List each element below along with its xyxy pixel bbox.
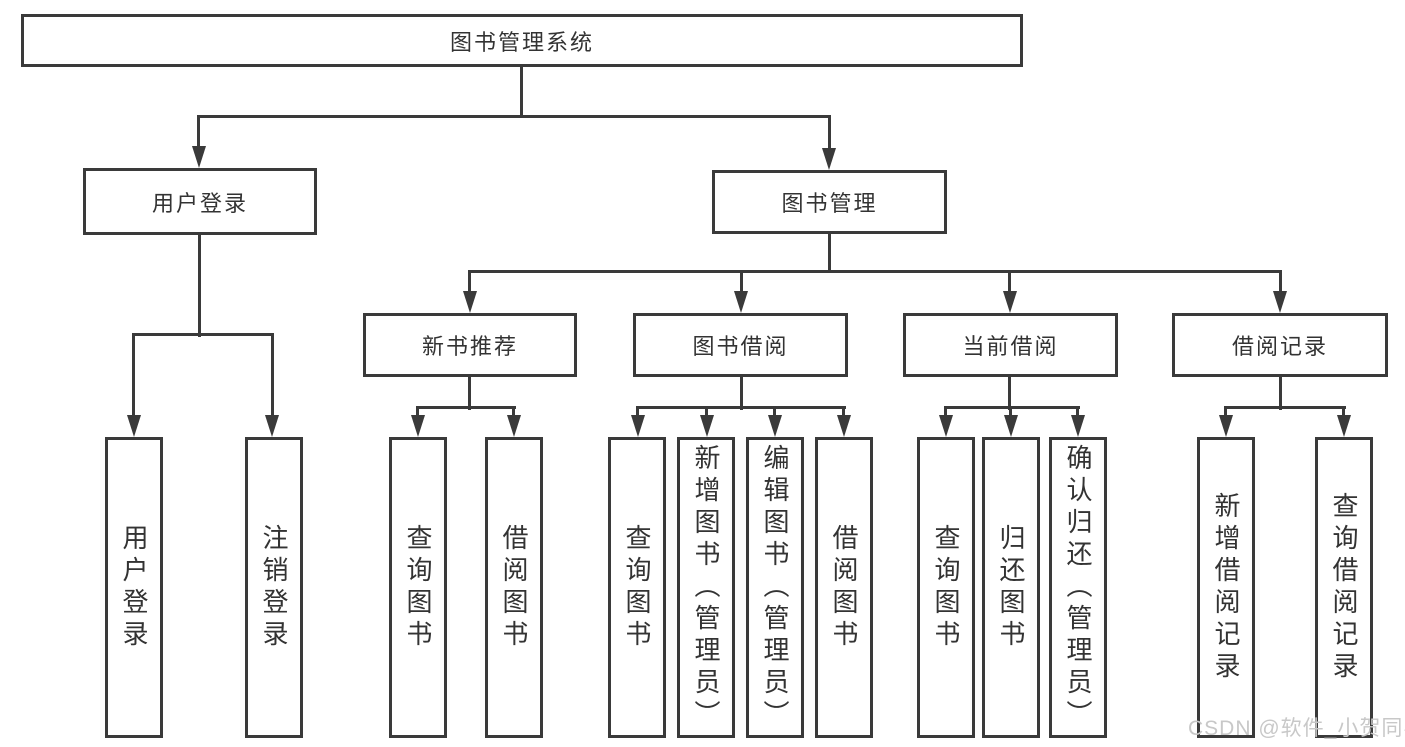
- connector-line: [1076, 406, 1079, 420]
- connector-line: [1279, 377, 1282, 410]
- arrowhead-down-icon: [1337, 415, 1351, 437]
- connector-line: [468, 270, 1282, 273]
- leaf-edit-book-admin: 编辑图书（管理员）: [746, 437, 804, 738]
- node-current-borrow: 当前借阅: [903, 313, 1118, 377]
- node-label: 新书推荐: [421, 334, 518, 359]
- arrowhead-down-icon: [463, 291, 477, 313]
- leaf-logout: 注销登录: [245, 437, 303, 738]
- leaf-query-book-borrow: 查询图书: [608, 437, 666, 738]
- connector-line: [416, 406, 516, 409]
- connector-line: [520, 67, 523, 117]
- node-book-borrow: 图书借阅: [633, 313, 848, 377]
- connector-line: [740, 377, 743, 410]
- connector-line: [132, 333, 274, 336]
- leaf-confirm-return-admin: 确认归还（管理员）: [1049, 437, 1107, 738]
- arrowhead-down-icon: [1071, 415, 1085, 437]
- arrowhead-down-icon: [1004, 415, 1018, 437]
- arrowhead-down-icon: [768, 415, 782, 437]
- arrowhead-down-icon: [837, 415, 851, 437]
- connector-line: [1279, 270, 1282, 295]
- arrowhead-down-icon: [939, 415, 953, 437]
- node-label: 图书管理系统: [449, 29, 594, 55]
- arrowhead-down-icon: [700, 415, 714, 437]
- connector-line: [1008, 270, 1011, 295]
- connector-line: [705, 406, 708, 420]
- arrowhead-down-icon: [265, 415, 279, 437]
- connector-line: [198, 235, 201, 337]
- node-borrow-records: 借阅记录: [1172, 313, 1388, 377]
- leaf-add-book-admin: 新增图书（管理员）: [677, 437, 735, 738]
- arrowhead-down-icon: [734, 291, 748, 313]
- connector-line: [1224, 406, 1227, 420]
- arrowhead-down-icon: [127, 415, 141, 437]
- leaf-borrow-book: 借阅图书: [815, 437, 873, 738]
- connector-line: [944, 406, 1080, 409]
- connector-line: [512, 406, 515, 420]
- node-label: 当前借阅: [962, 334, 1059, 359]
- leaf-query-book-recommend: 查询图书: [389, 437, 447, 738]
- leaf-borrow-book-recommend: 借阅图书: [485, 437, 543, 738]
- connector-line: [197, 115, 831, 118]
- connector-line: [636, 406, 846, 409]
- connector-line: [271, 333, 274, 417]
- leaf-query-book-current: 查询图书: [917, 437, 975, 738]
- leaf-return-book: 归还图书: [982, 437, 1040, 738]
- arrowhead-down-icon: [631, 415, 645, 437]
- connector-line: [636, 406, 639, 420]
- connector-line: [842, 406, 845, 420]
- node-book-management: 图书管理: [712, 170, 947, 234]
- arrowhead-down-icon: [1003, 291, 1017, 313]
- node-new-book-recommend: 新书推荐: [363, 313, 577, 377]
- arrowhead-down-icon: [192, 146, 206, 168]
- connector-line: [1008, 377, 1011, 410]
- leaf-user-login: 用户登录: [105, 437, 163, 738]
- connector-line: [828, 234, 831, 273]
- arrowhead-down-icon: [1273, 291, 1287, 313]
- csdn-watermark: CSDN @软件_小贺同学: [1188, 717, 1405, 740]
- connector-line: [1224, 406, 1346, 409]
- connector-line: [828, 115, 831, 148]
- connector-line: [468, 270, 471, 295]
- node-label: 用户登录: [151, 190, 248, 216]
- node-user-login: 用户登录: [83, 168, 317, 235]
- connector-line: [132, 333, 135, 417]
- arrowhead-down-icon: [411, 415, 425, 437]
- node-label: 图书管理: [781, 191, 878, 216]
- node-label: 借阅记录: [1231, 334, 1328, 359]
- arrowhead-down-icon: [1219, 415, 1233, 437]
- connector-line: [416, 406, 419, 420]
- connector-line: [197, 115, 200, 148]
- connector-line: [740, 270, 743, 295]
- connector-line: [944, 406, 947, 420]
- arrowhead-down-icon: [822, 148, 836, 170]
- node-library-system: 图书管理系统: [21, 14, 1023, 67]
- node-label: 图书借阅: [692, 334, 789, 359]
- connector-line: [1342, 406, 1345, 420]
- connector-line: [468, 377, 471, 410]
- leaf-query-borrow-record: 查询借阅记录: [1315, 437, 1373, 738]
- arrowhead-down-icon: [507, 415, 521, 437]
- connector-line: [773, 406, 776, 420]
- connector-line: [1009, 406, 1012, 420]
- leaf-add-borrow-record: 新增借阅记录: [1197, 437, 1255, 738]
